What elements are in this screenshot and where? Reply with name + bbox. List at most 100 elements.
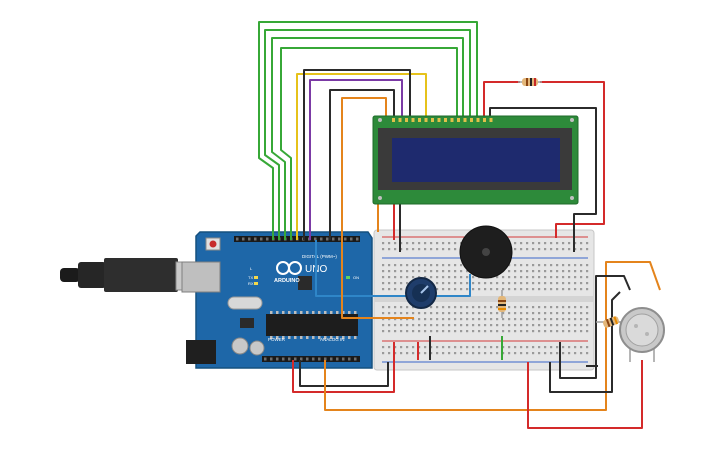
breadboard-hole — [418, 330, 421, 333]
wire-blue[interactable] — [315, 240, 408, 297]
breadboard-hole — [568, 242, 571, 245]
wire-red[interactable] — [292, 342, 395, 393]
breadboard-hole — [412, 276, 415, 279]
breadboard-hole — [484, 312, 487, 315]
breadboard-hole — [472, 306, 475, 309]
potentiometer[interactable] — [405, 277, 437, 309]
breadboard-hole — [466, 352, 469, 355]
lcd-mount-hole — [570, 196, 574, 200]
breadboard-hole — [436, 312, 439, 315]
breadboard-hole — [562, 264, 565, 267]
breadboard-hole — [466, 306, 469, 309]
breadboard-hole — [388, 346, 391, 349]
breadboard-hole — [550, 264, 553, 267]
breadboard-hole — [544, 282, 547, 285]
wire-orange[interactable] — [341, 240, 414, 319]
breadboard-hole — [580, 282, 583, 285]
breadboard-hole — [460, 312, 463, 315]
breadboard-hole — [448, 318, 451, 321]
breadboard-hole — [508, 352, 511, 355]
breadboard-hole — [502, 330, 505, 333]
lcd-16x2[interactable] — [372, 115, 579, 205]
resistor-band — [526, 78, 528, 86]
breadboard-hole — [556, 270, 559, 273]
header-pin — [236, 237, 239, 241]
breadboard-hole — [406, 312, 409, 315]
wire-black[interactable] — [559, 275, 631, 379]
wire-green[interactable] — [271, 37, 464, 240]
breadboard-hole — [388, 248, 391, 251]
piezo-buzzer[interactable] — [459, 225, 513, 279]
breadboard-hole — [586, 312, 589, 315]
breadboard-hole — [514, 324, 517, 327]
header-pin — [348, 357, 351, 361]
breadboard-hole — [514, 248, 517, 251]
rx-led — [254, 282, 258, 285]
breadboard-hole — [562, 282, 565, 285]
wire-black[interactable] — [329, 89, 395, 240]
breadboard-hole — [532, 288, 535, 291]
header-pin — [260, 237, 263, 241]
breadboard-hole — [490, 330, 493, 333]
wire-orange[interactable] — [324, 261, 661, 411]
breadboard-hole — [526, 288, 529, 291]
usb-chip — [298, 276, 312, 290]
breadboard-hole — [586, 346, 589, 349]
header-pin — [248, 237, 251, 241]
breadboard-hole — [460, 264, 463, 267]
wire-black[interactable] — [489, 107, 597, 252]
breadboard-hole — [508, 264, 511, 267]
wire-green[interactable] — [258, 21, 478, 240]
chip-pin — [318, 311, 321, 314]
breadboard-hole — [430, 276, 433, 279]
breadboard-hole — [556, 306, 559, 309]
resistor-band — [498, 308, 506, 310]
gas-sensor[interactable] — [619, 307, 665, 362]
resistor-breadboard[interactable] — [498, 290, 506, 318]
resistor-lcd-backlight[interactable] — [518, 78, 542, 86]
wire-black[interactable] — [299, 360, 389, 387]
wire-green[interactable] — [280, 47, 458, 240]
breadboard-hole — [460, 276, 463, 279]
wire-red[interactable] — [483, 81, 520, 120]
breadboard-hole — [412, 352, 415, 355]
breadboard-hole — [556, 346, 559, 349]
breadboard-hole — [532, 330, 535, 333]
rx-label: RX — [248, 281, 254, 286]
breadboard-hole — [538, 270, 541, 273]
arduino-brand-label: ARDUINO — [274, 278, 300, 284]
breadboard-hole — [460, 324, 463, 327]
wire-black[interactable] — [303, 69, 411, 240]
wire-red[interactable] — [527, 360, 643, 429]
breadboard-hole — [532, 318, 535, 321]
header-pin — [312, 357, 315, 361]
breadboard-hole — [526, 324, 529, 327]
breadboard-hole — [538, 288, 541, 291]
breadboard[interactable] — [373, 229, 595, 371]
breadboard-hole — [442, 288, 445, 291]
breadboard-hole — [496, 324, 499, 327]
breadboard-hole — [580, 330, 583, 333]
breadboard-hole — [508, 330, 511, 333]
chip-pin — [354, 336, 357, 339]
wire-yellow[interactable] — [296, 73, 427, 240]
breadboard-hole — [424, 248, 427, 251]
wire-black[interactable] — [549, 291, 621, 393]
breadboard-hole — [538, 312, 541, 315]
breadboard-hole — [412, 264, 415, 267]
chip-pin — [270, 311, 273, 314]
breadboard-hole — [466, 282, 469, 285]
wire-green[interactable] — [264, 29, 471, 240]
chip-pin — [300, 311, 303, 314]
lcd-pin — [444, 118, 447, 122]
wire-red[interactable] — [540, 81, 605, 238]
chip-pin — [300, 336, 303, 339]
wire-blue[interactable] — [434, 274, 471, 297]
breadboard-hole — [562, 312, 565, 315]
arduino-uno[interactable]: ARDUINO UNO DIGITAL (PWM~) POWER ANALOG … — [181, 231, 373, 369]
breadboard-hole — [574, 276, 577, 279]
tx-label: TX — [248, 275, 253, 280]
breadboard-hole — [526, 306, 529, 309]
breadboard-hole — [490, 312, 493, 315]
wire-purple[interactable] — [309, 79, 403, 240]
